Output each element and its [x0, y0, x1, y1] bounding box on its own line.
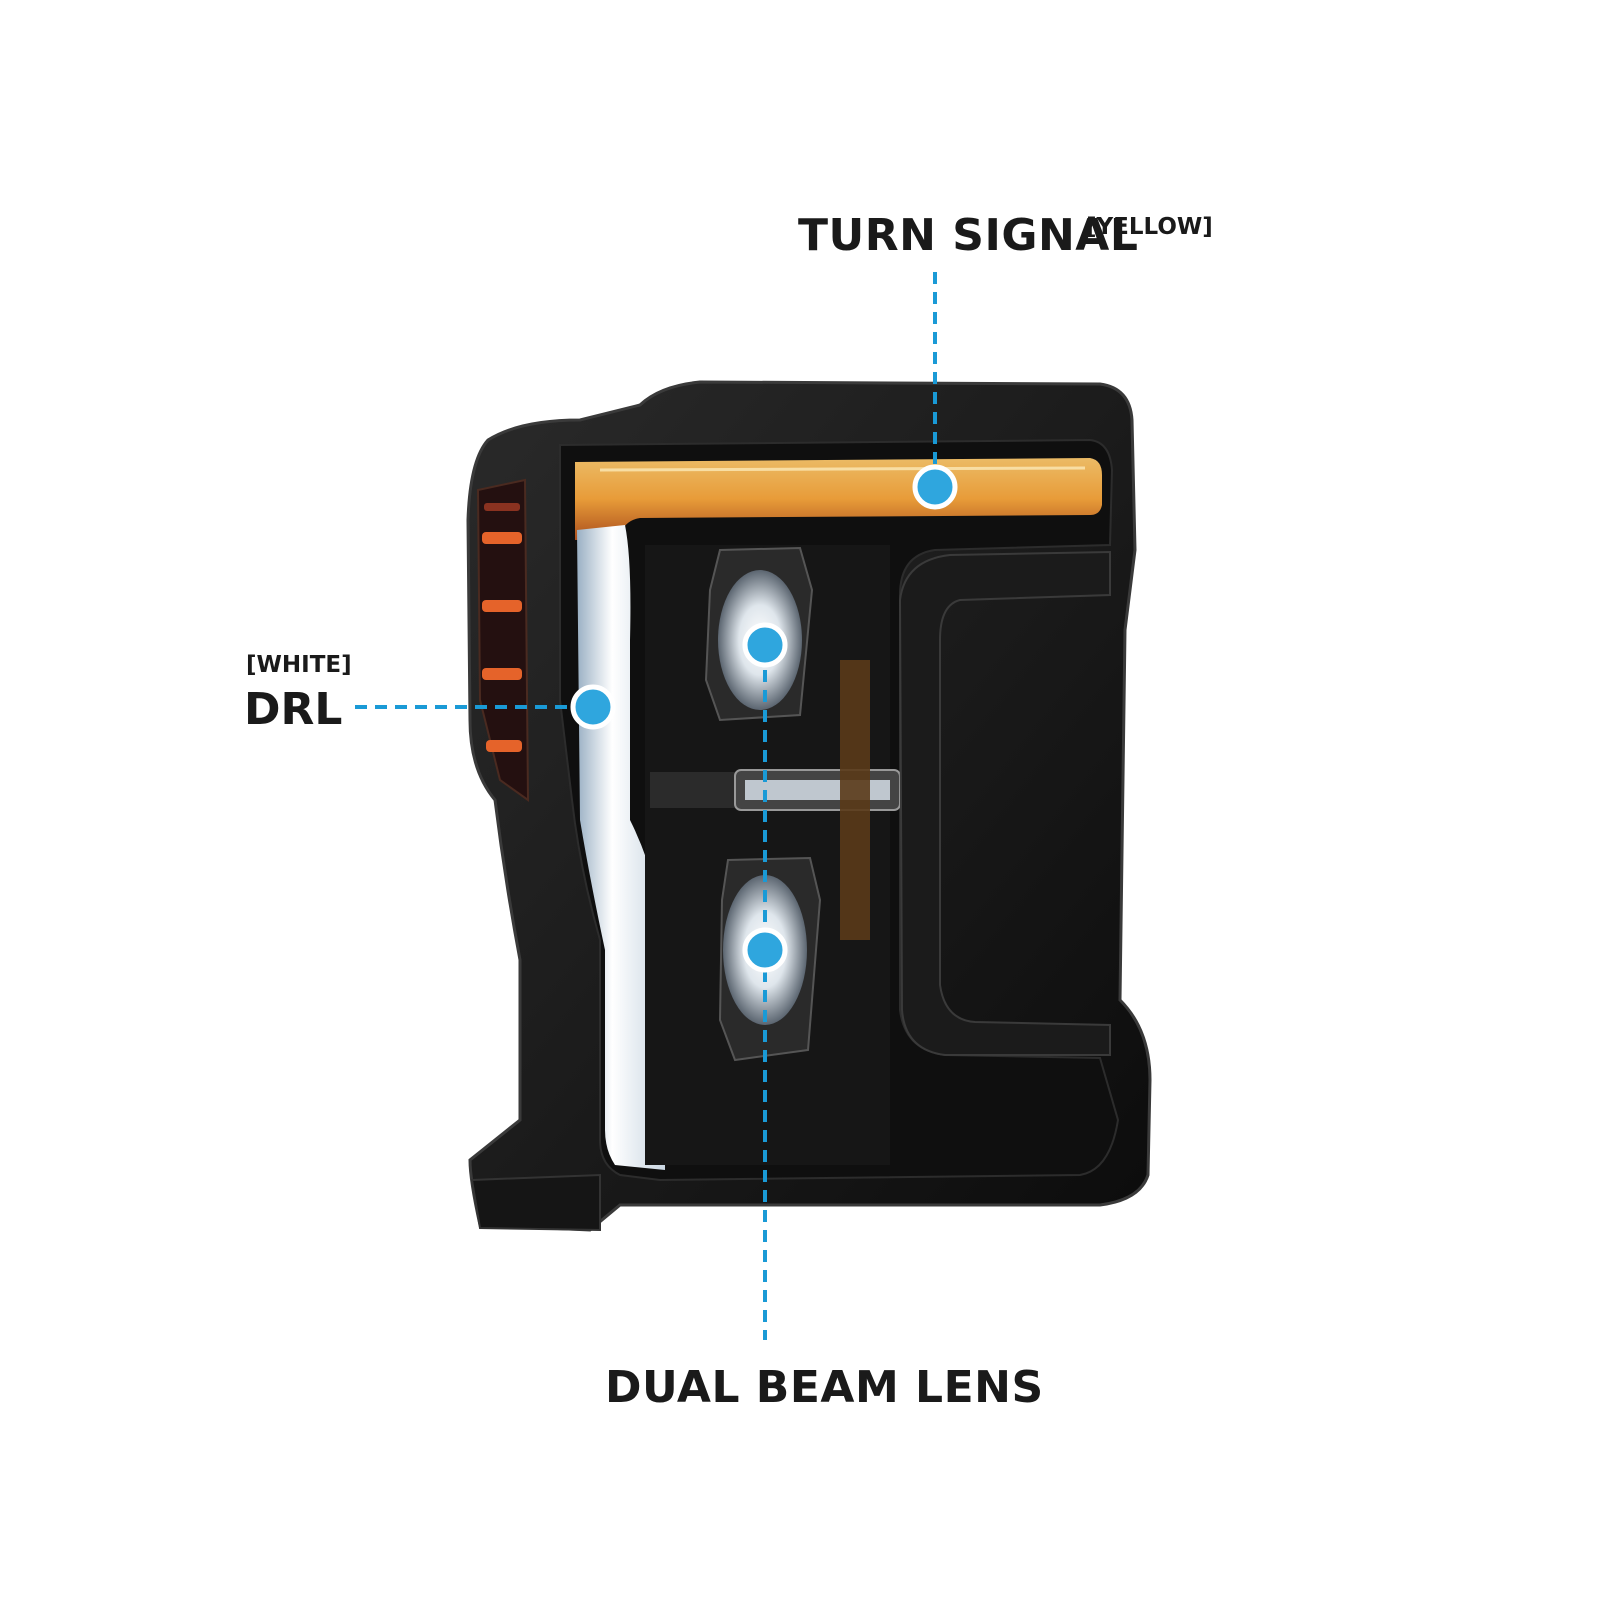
upper-lens-marker-dot: [742, 622, 788, 668]
drl-marker-dot: [570, 684, 616, 730]
turn-signal-color-note: [YELLOW]: [1086, 214, 1213, 240]
c-return-frame: [898, 550, 1111, 1056]
turn-signal-label: TURN SIGNAL: [798, 210, 1139, 261]
dual-beam-lens-label: DUAL BEAM LENS: [605, 1362, 1044, 1413]
drl-label: DRL: [244, 684, 343, 735]
side-marker-lights: [476, 478, 530, 802]
turn-signal-marker-dot: [912, 464, 958, 510]
mounting-bracket: [470, 1173, 601, 1232]
lower-lens-marker-dot: [742, 927, 788, 973]
turn-signal-bar: [575, 458, 1102, 540]
drl-color-note: [WHITE]: [246, 652, 352, 678]
amber-reflector: [840, 660, 870, 940]
